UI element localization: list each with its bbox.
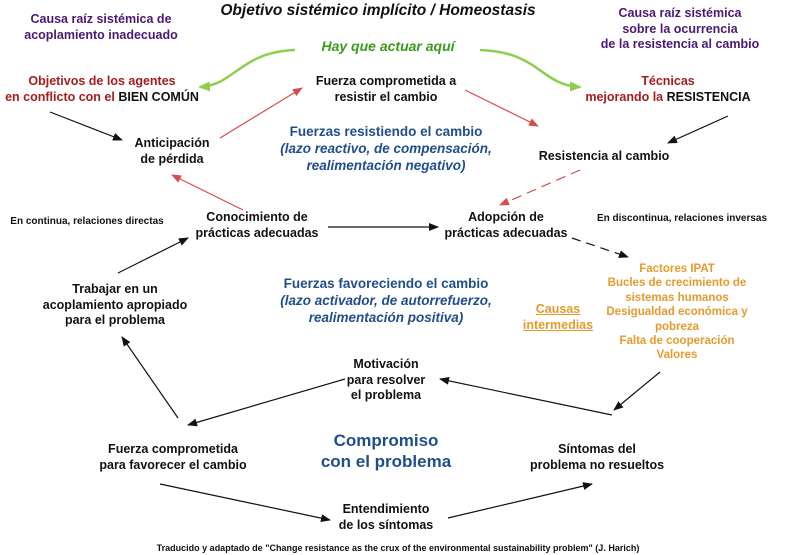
act-here-right-arrow [479,48,582,92]
techniques-line1: Técnicas [641,74,695,88]
techniques-to-resistance-arrow [667,115,729,144]
root-cause-coupling-line1: Causa raíz sistémica de [30,12,172,26]
resistance-node: Resistencia al cambio [538,149,670,163]
force-favor-to-work-arrow [121,336,179,419]
understanding-line2: de los síntomas [338,517,434,532]
continuous-relations-note: En continua, relaciones directas [10,216,164,227]
intermediate-causes-label: Causas intermedias [523,302,593,333]
resistance-to-adoption-arrow [499,169,581,206]
act-here-label: Hay que actuar aquí [321,38,455,54]
force-resist-node: Fuerza comprometida a resistir el cambio [316,74,456,105]
favoring-forces-line3: realimentación positiva) [308,309,464,325]
agents-goals: Objetivos de los agentes en conflicto co… [5,74,199,105]
knowledge-node: Conocimiento de prácticas adecuadas [196,210,319,241]
factor-cooperation: Falta de cooperación [619,334,735,347]
work-line3: para el problema [64,313,166,328]
agents-goals-line1: Objetivos de los agentes [28,74,176,88]
knowledge-line1: Conocimiento de [206,210,308,224]
agents-goals-line2: en conflicto con el [5,89,115,104]
adoption-line1: Adopción de [468,210,544,224]
goals-to-anticipation-arrow [49,111,123,141]
resisting-forces-line2: (lazo reactivo, de compensación, [280,140,492,156]
force-favor-node: Fuerza comprometida para favorecer el ca… [99,442,246,473]
intermediate-line2: intermedias [522,317,594,332]
resisting-forces-label: Fuerzas resistiendo el cambio (lazo reac… [280,124,492,175]
factor-ipat: Factores IPAT [639,263,715,275]
work-line2: acoplamiento apropiado [42,297,188,312]
discontinuous-relations-note: En discontinua, relaciones inversas [596,213,768,224]
source-footer: Traducido y adaptado de "Change resistan… [156,543,640,553]
factor-inequality-2: pobreza [654,320,700,333]
root-cause-resistance: Causa raíz sistémica sobre la ocurrencia… [601,6,759,53]
force-favor-line2: para favorecer el cambio [99,457,247,472]
factor-growth-loops-1: Bucles de crecimiento de [607,277,747,290]
force-resist-line2: resistir el cambio [334,89,438,104]
root-cause-coupling-line2: acoplamiento inadecuado [24,27,178,42]
favoring-forces-line2: (lazo activador, de autorrefuerzo, [280,292,492,308]
anticipation-node: Anticipación de pérdida [134,136,209,167]
diagram-title: Objetivo sistémico implícito / Homeostas… [220,2,536,19]
work-line1: Trabajar en un [72,282,158,296]
understanding-node: Entendimiento de los síntomas [339,502,433,533]
understanding-to-symptoms-arrow [447,482,593,519]
root-cause-resistance-line2: sobre la ocurrencia [622,21,738,36]
force-favor-to-understanding-arrow [159,483,331,523]
resisting-forces-line3: realimentación negativo) [306,157,466,173]
force-resist-line1: Fuerza comprometida a [315,74,457,88]
work-node: Trabajar en un acoplamiento apropiado pa… [43,282,187,329]
factor-inequality-1: Desigualdad económica y [606,306,748,319]
intermediate-line1: Causas [535,302,581,316]
motivation-to-force-favor-arrow [187,378,346,427]
resistance-word: RESISTENCIA [663,89,751,104]
motivation-line1: Motivación [353,357,419,371]
act-here-left-arrow [198,48,296,92]
anticipation-line2: de pérdida [140,151,204,166]
symptoms-line1: Síntomas del [558,442,636,456]
resisting-forces-line1: Fuerzas resistiendo el cambio [289,124,483,139]
favoring-forces-line1: Fuerzas favoreciendo el cambio [283,276,489,291]
factors-to-symptoms-arrow [613,371,661,411]
knowledge-line2: prácticas adecuadas [195,225,319,240]
factor-growth-loops-2: sistemas humanos [625,291,729,304]
force-favor-line1: Fuerza comprometida [108,442,238,456]
symptoms-line2: problema no resueltos [529,457,665,472]
motivation-node: Motivación para resolver el problema [347,357,426,404]
factor-values: Valores [656,349,698,362]
factors-list: Factores IPAT Bucles de crecimiento de s… [606,262,747,363]
commitment-line2: con el problema [320,452,452,472]
motivation-line3: el problema [350,388,422,403]
understanding-line1: Entendimiento [342,502,430,516]
favoring-forces-label: Fuerzas favoreciendo el cambio (lazo act… [280,276,492,327]
root-cause-resistance-line3: de la resistencia al cambio [600,37,760,52]
root-cause-resistance-line1: Causa raíz sistémica [618,6,742,20]
motivation-line2: para resolver [346,372,426,387]
force-resist-to-resistance-arrow [464,89,539,127]
adoption-line2: prácticas adecuadas [444,225,568,240]
techniques-red-part: mejorando la [585,89,664,104]
common-good-text: BIEN COMÚN [114,89,199,104]
root-cause-coupling: Causa raíz sistémica de acoplamiento ina… [24,12,178,43]
commitment-label: Compromiso con el problema [321,430,451,473]
symptoms-to-motivation-arrow [439,376,613,416]
commitment-line1: Compromiso [333,431,439,450]
anticipation-line1: Anticipación [134,136,210,150]
work-to-knowledge-arrow [117,237,189,274]
adoption-to-factors-arrow [571,237,629,258]
knowledge-to-anticipation-arrow [171,174,244,211]
adoption-node: Adopción de prácticas adecuadas [445,210,568,241]
symptoms-node: Síntomas del problema no resueltos [530,442,664,473]
anticipation-to-force-resist-arrow [219,87,303,139]
techniques-node: Técnicas mejorando la RESISTENCIA [585,74,750,105]
